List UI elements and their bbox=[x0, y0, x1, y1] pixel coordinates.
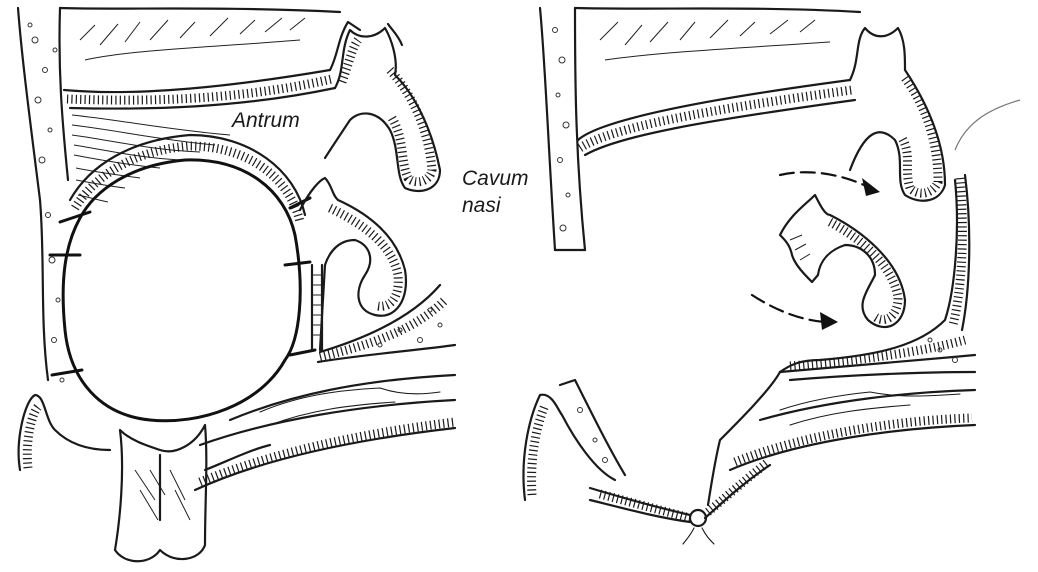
left-lateral-bone-wall bbox=[18, 8, 68, 382]
right-upper-turbinate bbox=[850, 28, 945, 201]
label-cavum: Cavum bbox=[462, 167, 529, 190]
left-antrum-opening bbox=[50, 135, 315, 421]
left-orbit-hatching bbox=[60, 8, 340, 109]
label-antrum: Antrum bbox=[230, 109, 300, 132]
airflow-arrow-lower bbox=[752, 295, 825, 322]
arrowhead-lower bbox=[820, 312, 838, 330]
right-lateral-bone-wall bbox=[540, 8, 585, 250]
right-orbit-hatching bbox=[575, 8, 860, 155]
left-panel-before: Antrum bbox=[18, 8, 455, 561]
arrowhead-upper bbox=[862, 178, 880, 196]
right-flap-closure bbox=[523, 380, 770, 544]
right-palate bbox=[708, 372, 975, 505]
right-middle-turbinate bbox=[780, 195, 905, 327]
left-antrum-shading bbox=[72, 115, 230, 202]
right-panel-after: Cavum nasi bbox=[462, 8, 1020, 544]
label-nasi: nasi bbox=[462, 194, 502, 217]
airflow-arrow-upper bbox=[780, 172, 870, 188]
left-palate bbox=[195, 285, 455, 490]
left-upper-turbinate bbox=[325, 22, 440, 191]
